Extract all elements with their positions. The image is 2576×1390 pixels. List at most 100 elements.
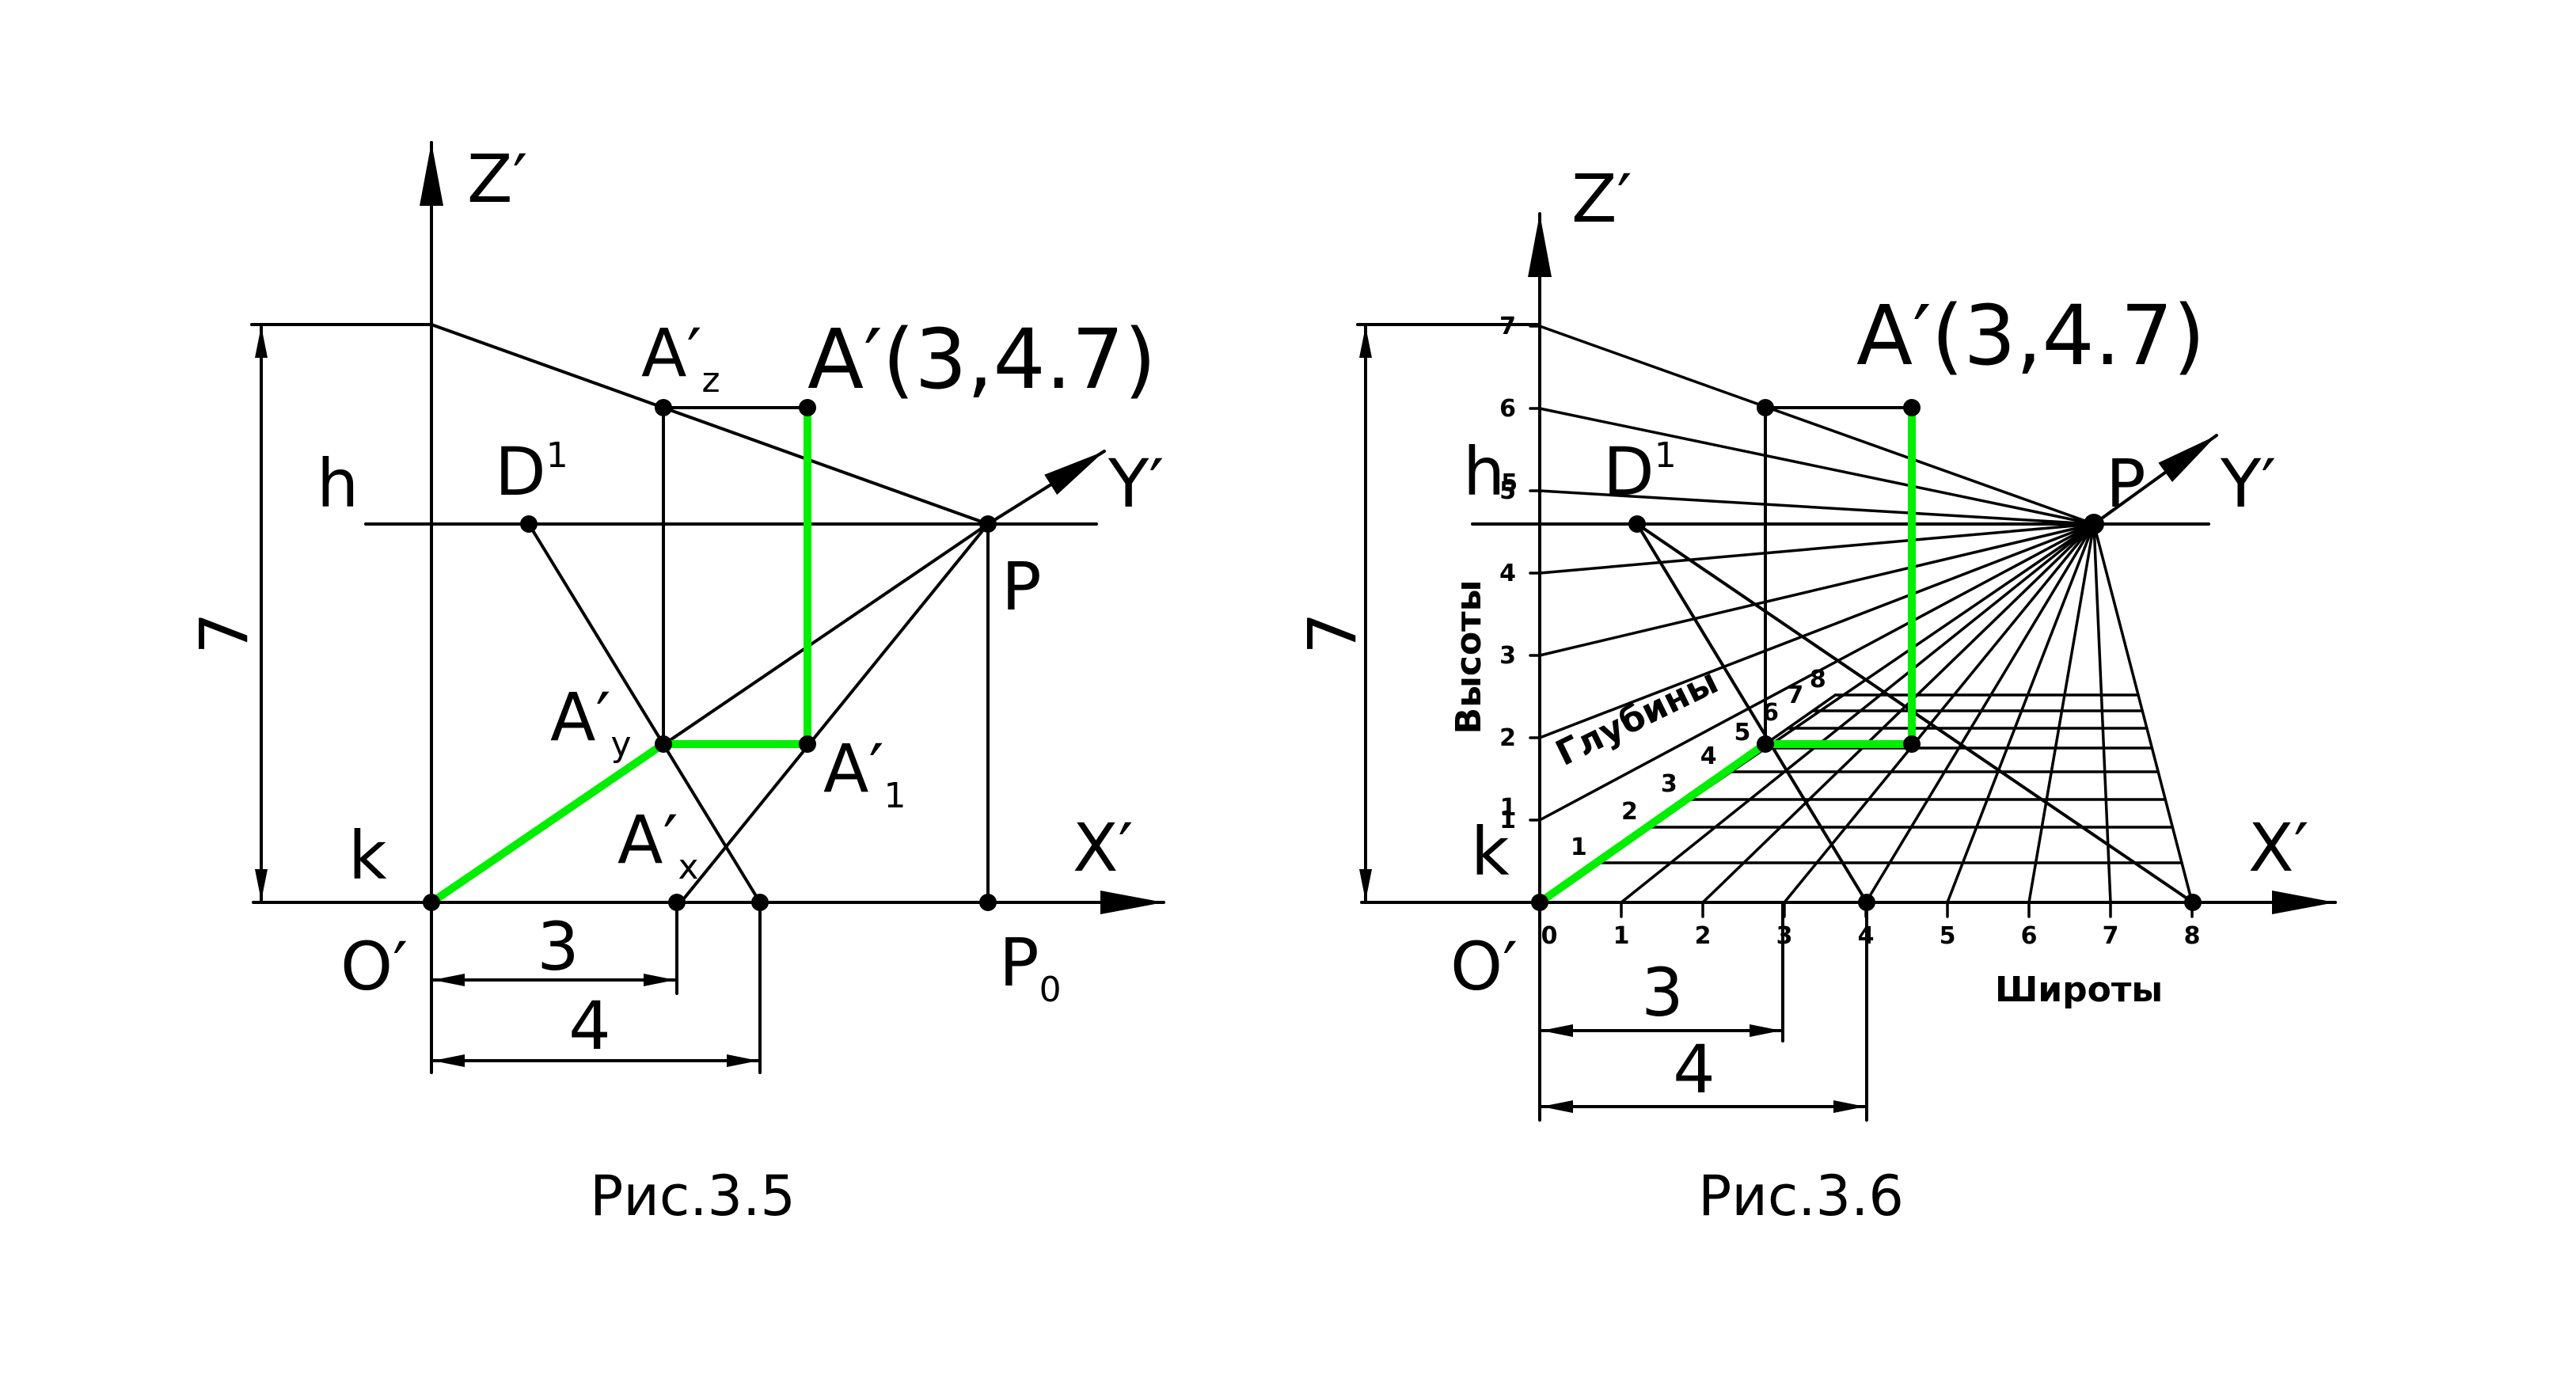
label-D1-36: D1 <box>1603 433 1677 511</box>
depth-tick-label: 6 <box>1762 699 1779 727</box>
label-P-36: P <box>2106 445 2146 522</box>
caption-fig-3-5: Рис.3.5 <box>590 1164 796 1229</box>
label-y-axis: Y′ <box>1108 445 1164 522</box>
label-h-36: h5 <box>1463 433 1518 511</box>
label-y-axis-36: Y′ <box>2220 445 2276 522</box>
label-x-axis: X′ <box>1073 809 1134 887</box>
label-z-axis-36: Z′ <box>1571 160 1632 237</box>
depth-tick-label: 4 <box>1700 742 1717 770</box>
point-D1 <box>520 515 538 533</box>
width-converging-line <box>1783 522 2095 904</box>
line-Ax-to-P <box>679 522 990 904</box>
width-tick-label: 0 <box>1541 922 1558 950</box>
width-tick-label: 3 <box>1776 922 1793 950</box>
height-tick-label: 5 <box>1499 477 1516 505</box>
point-P0 <box>979 894 997 911</box>
figure-3-6: Z′ Y′ X′ O′ k1 h5 D1 A′(3,4.7) P 7 3 4 В… <box>1294 160 2337 1229</box>
height-fan-line <box>1538 325 2095 526</box>
width-tick-label: 4 <box>1858 922 1875 950</box>
label-depths-scale: Глубины <box>1549 661 1724 774</box>
point-P <box>979 515 997 533</box>
width-converging-line <box>2027 522 2095 904</box>
height-fan-line <box>1538 489 2095 526</box>
height-tick-label: 7 <box>1499 313 1516 340</box>
point-Ay-36 <box>1757 735 1774 753</box>
point-P-36 <box>2084 514 2104 534</box>
point-Ay <box>655 735 672 753</box>
label-origin-36: O′ <box>1450 928 1518 1005</box>
width-tick-label: 1 <box>1613 922 1630 950</box>
width-tick-label: 6 <box>2021 922 2038 950</box>
line-D-to-4 <box>527 522 762 904</box>
point-A-36 <box>1903 399 1921 416</box>
caption-fig-3-6: Рис.3.6 <box>1698 1164 1904 1229</box>
label-widths-scale: Широты <box>1995 970 2163 1010</box>
depth-tick-label: 7 <box>1787 682 1803 709</box>
label-dim-3: 3 <box>537 908 579 986</box>
width-converging-line <box>1946 522 2095 904</box>
label-k: k <box>348 817 387 894</box>
label-heights-scale: Высоты <box>1449 580 1489 735</box>
label-Ay: A′y <box>550 678 632 765</box>
green-O-to-Ay-36 <box>1536 740 1769 906</box>
point-4 <box>751 894 769 911</box>
figure-3-5: Z′ Y′ X′ O′ k h D1 A′(3,4.7) A′z A′y A′x… <box>185 140 1165 1229</box>
point-O <box>423 894 440 911</box>
width-tick-label: 8 <box>2184 922 2201 950</box>
width-tick-label: 5 <box>1940 922 1956 950</box>
width-converging-line <box>2092 522 2112 904</box>
height-tick-label: 3 <box>1499 642 1516 670</box>
width-converging-line <box>1864 522 2095 904</box>
label-A-coords: A′(3,4.7) <box>807 311 1157 408</box>
label-A1: A′1 <box>823 730 906 816</box>
depth-tick-label: 3 <box>1661 770 1677 798</box>
point-Az <box>655 399 672 416</box>
height-tick-label: 2 <box>1499 724 1516 752</box>
line-D-to-4-36 <box>1636 522 1868 904</box>
width-converging-line <box>1701 522 2095 904</box>
height-fan-lines <box>1529 325 2095 904</box>
depth-tick-label: 8 <box>1810 666 1826 693</box>
label-D1: D1 <box>495 433 568 511</box>
point-Az-36 <box>1757 399 1774 416</box>
width-converging-line <box>2092 522 2194 904</box>
height-fan-line <box>1538 522 2095 822</box>
label-x-axis-36: X′ <box>2248 809 2309 887</box>
point-A <box>799 399 816 416</box>
point-Ax <box>668 894 686 911</box>
depth-tick-label: 5 <box>1734 719 1750 746</box>
line-z7-to-P <box>430 323 990 526</box>
y-axis-line-36 <box>2092 434 2218 526</box>
depth-tick-label: 2 <box>1621 798 1638 826</box>
label-k-36: k1 <box>1471 794 1517 891</box>
label-dim-4-36: 4 <box>1673 1031 1715 1108</box>
depth-tick-label: 1 <box>1571 834 1587 861</box>
width-converging-line <box>1620 522 2095 904</box>
height-fan-line <box>1538 522 2095 657</box>
label-origin: O′ <box>340 928 408 1005</box>
height-fan-line <box>1538 407 2095 526</box>
point-A1 <box>799 735 816 753</box>
y-axis-line <box>986 450 1106 526</box>
height-fan-line <box>1538 522 2095 575</box>
label-A-coords-36: A′(3,4.7) <box>1856 287 2206 384</box>
point-D1-36 <box>1628 515 1646 533</box>
width-tick-label: 2 <box>1695 922 1712 950</box>
height-tick-label: 6 <box>1499 395 1516 423</box>
label-z-axis: Z′ <box>467 140 528 218</box>
width-tick-labels: 0 1 2 3 4 5 6 7 8 <box>1538 901 2201 950</box>
width-tick-label: 7 <box>2103 922 2119 950</box>
point-A1-36 <box>1903 735 1921 753</box>
label-Az: A′z <box>641 314 720 401</box>
green-O-to-Ay <box>427 740 667 906</box>
label-dim-4: 4 <box>568 987 610 1065</box>
label-P0: P0 <box>999 924 1062 1010</box>
label-height-7: 7 <box>185 612 263 654</box>
label-P: P <box>1001 548 1042 625</box>
label-h: h <box>317 445 359 522</box>
label-dim-3-36: 3 <box>1641 954 1683 1031</box>
label-Ax: A′x <box>617 801 699 887</box>
